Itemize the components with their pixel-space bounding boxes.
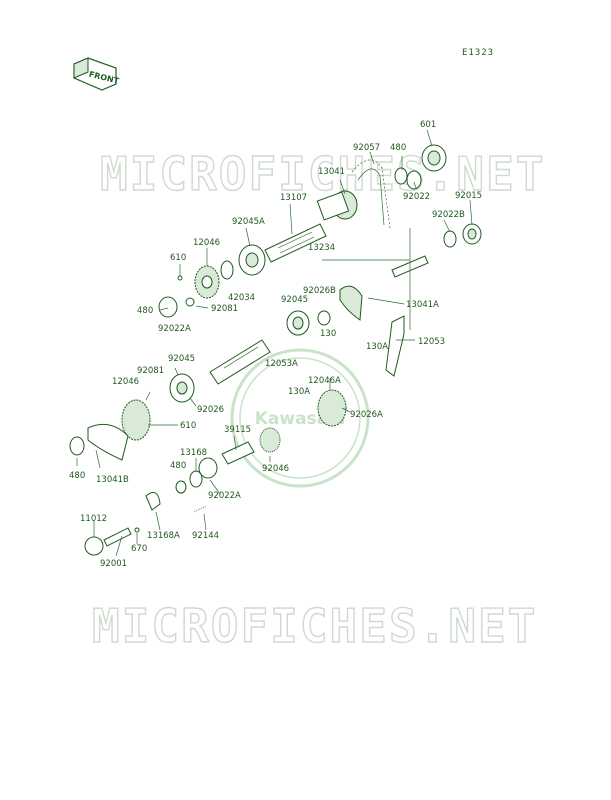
gear-12046-lower [121, 399, 151, 441]
label-13107: 13107 [280, 193, 307, 203]
label-13041b: 13041B [96, 475, 129, 485]
label-92022b: 92022B [432, 210, 465, 220]
shift-fork-13041b [87, 423, 129, 461]
label-12046a: 12046A [308, 376, 341, 386]
washer-92022 [406, 170, 422, 190]
label-42034: 42034 [228, 293, 255, 303]
label-92045-lower: 92045 [168, 354, 195, 364]
label-670: 670 [131, 544, 147, 554]
shaft-13107 [264, 223, 327, 263]
washer-92022a-lower [198, 457, 218, 479]
label-480-lower: 480 [170, 461, 186, 471]
pin-610-upper [177, 275, 183, 281]
shift-drum-13041 [316, 190, 358, 221]
lever-12053 [385, 315, 405, 377]
label-92026b: 92026B [303, 286, 336, 296]
bearing-92045-mid [286, 310, 310, 336]
circlip-480-top [394, 167, 408, 185]
pin-670 [134, 527, 140, 533]
label-92081-lower: 92081 [137, 366, 164, 376]
label-39115: 39115 [224, 425, 251, 435]
label-92026a: 92026A [350, 410, 383, 420]
label-12046-lower: 12046 [112, 377, 139, 387]
label-13041a: 13041A [406, 300, 439, 310]
circlip-480-lower [175, 480, 187, 494]
cap-11012 [84, 536, 104, 556]
washer-92022a [185, 297, 195, 307]
label-480-left: 480 [137, 306, 153, 316]
bearing-92045a [238, 244, 266, 276]
washer-92026b [317, 310, 331, 326]
label-13168: 13168 [180, 448, 207, 458]
lever-13168a [145, 491, 161, 511]
gear-12046-upper [194, 265, 220, 299]
bolt-92001 [103, 527, 132, 547]
label-92026: 92026 [197, 405, 224, 415]
label-610-upper: 610 [170, 253, 186, 263]
label-11012: 11012 [80, 514, 107, 524]
circlip-480-left [158, 296, 178, 318]
circlip-480-lower-left [69, 436, 85, 456]
collar-42034 [220, 260, 234, 280]
label-480-lower-left: 480 [69, 471, 85, 481]
label-92022a-lower: 92022A [208, 491, 241, 501]
label-130a-lower: 130A [288, 387, 310, 397]
label-92057: 92057 [353, 143, 380, 153]
watermark-top: MICROFICHES.NET [100, 147, 545, 201]
bearing-601 [421, 144, 447, 172]
label-12053: 12053 [418, 337, 445, 347]
shaft-39115 [221, 441, 255, 465]
label-92045-mid: 92045 [281, 295, 308, 305]
diagram-code: E1323 [462, 48, 494, 58]
gear-12046a [317, 389, 347, 427]
label-130a-right: 130A [366, 342, 388, 352]
bearing-92015 [462, 223, 482, 245]
label-92144: 92144 [192, 531, 219, 541]
watermark-bottom: MICROFICHES.NET [92, 599, 537, 653]
shift-fork-13041a [339, 285, 363, 321]
label-92045a: 92045A [232, 217, 265, 227]
label-92081-upper: 92081 [211, 304, 238, 314]
needle-bearing-92046 [259, 427, 281, 453]
label-92001: 92001 [100, 559, 127, 569]
label-601: 601 [420, 120, 436, 130]
front-arrow-icon: FRONT [73, 57, 120, 91]
label-130: 130 [320, 329, 336, 339]
label-13168a: 13168A [147, 531, 180, 541]
label-92015: 92015 [455, 191, 482, 201]
leader-lines [76, 129, 473, 557]
label-13234: 13234 [308, 243, 335, 253]
washer-13168 [189, 470, 203, 488]
kawasaki-logo: Kawasaki [230, 348, 370, 488]
label-610-lower: 610 [180, 421, 196, 431]
label-92022: 92022 [403, 192, 430, 202]
label-92046: 92046 [262, 464, 289, 474]
spring-92144 [193, 505, 207, 513]
label-92022a-upper: 92022A [158, 324, 191, 334]
washer-92022b [443, 230, 457, 248]
label-12046-upper: 12046 [193, 238, 220, 248]
bearing-92045-lower [169, 373, 195, 403]
label-480-top: 480 [390, 143, 406, 153]
label-13041: 13041 [318, 167, 345, 177]
label-12053a: 12053A [265, 359, 298, 369]
main-shaft [209, 339, 271, 385]
part-labels: 601 480 92057 92022 92015 13041 92022B 1… [69, 120, 482, 569]
cam-chain [351, 159, 391, 229]
